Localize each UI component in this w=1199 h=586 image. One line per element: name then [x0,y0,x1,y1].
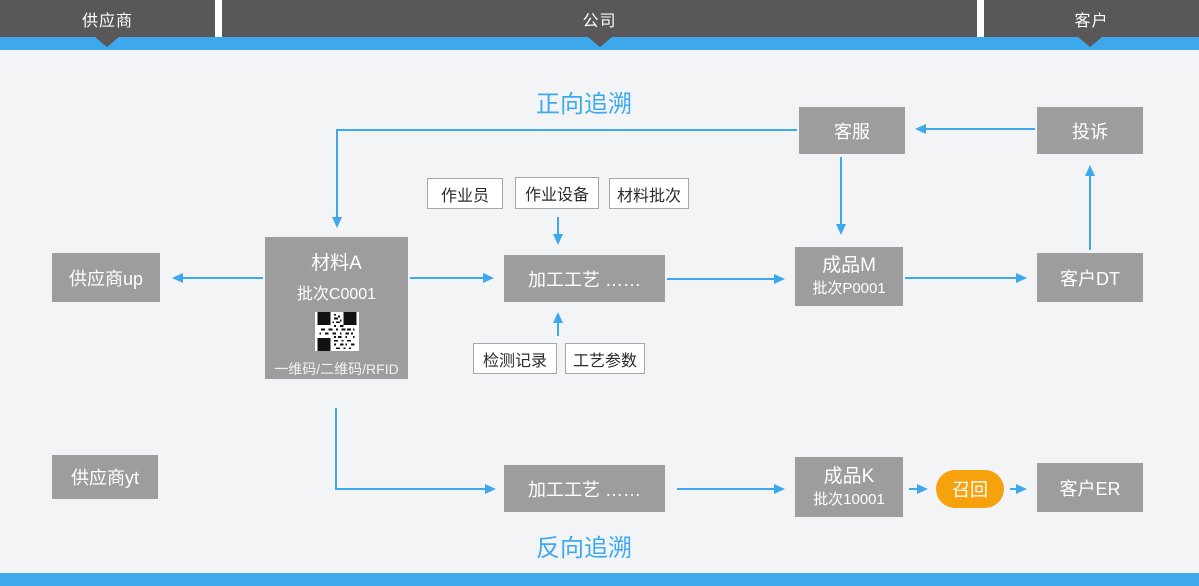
material-title: 材料A [311,253,362,274]
node-product-k: 成品K 批次10001 [795,457,903,517]
header-segment-company: 公司 [222,0,977,37]
node-label: 客户DT [1060,268,1120,289]
tag-process-params: 工艺参数 [565,343,645,374]
node-product-m: 成品M 批次P0001 [795,247,903,306]
node-label: 加工工艺 …… [527,479,641,500]
node-label: 投诉 [1072,121,1108,142]
forward-trace-title: 正向追溯 [536,91,632,118]
tag-label: 材料批次 [616,187,681,205]
node-label: 供应商up [68,268,144,289]
backward-trace-title: 反向追溯 [536,535,632,562]
tag-label: 工艺参数 [572,352,637,370]
product-title: 成品M [822,255,876,277]
tag-material-batch: 材料批次 [609,178,689,209]
material-code-caption: 一维码/二维码/RFID [274,361,399,377]
node-supplier-up: 供应商up [52,253,160,302]
header-segment-customer: 客户 [984,0,1199,37]
product-title: 成品K [823,465,875,487]
node-material-a: 材料A 批次C0001 [265,237,408,379]
node-label: 客服 [834,121,870,142]
arrow-service-to-material [332,129,797,228]
node-process-bottom: 加工工艺 …… [504,465,665,512]
node-complaint: 投诉 [1037,107,1143,154]
node-label: 客户ER [1059,478,1121,499]
node-customer-er: 客户ER [1037,463,1143,512]
pointer-triangle-customer [1078,37,1102,47]
pointer-triangle-supplier [95,37,119,47]
arrow-material-to-process-bottom [335,408,496,494]
node-customer-service: 客服 [799,107,905,154]
header-label-company: 公司 [582,12,617,30]
tag-label: 检测记录 [482,352,547,370]
tag-label: 作业员 [440,187,489,205]
tag-label: 作业设备 [524,187,589,204]
material-batch: 批次C0001 [296,286,377,303]
tag-operator: 作业员 [427,178,503,209]
header-label-customer: 客户 [1074,12,1109,30]
header-label-supplier: 供应商 [81,12,133,30]
product-batch: 批次P0001 [812,280,886,297]
qr-code-icon [314,312,359,351]
node-label: 供应商yt [70,468,139,488]
node-customer-dt: 客户DT [1037,253,1143,302]
pointer-triangle-company [588,37,612,47]
node-process-top: 加工工艺 …… [504,255,665,302]
recall-label: 召回 [952,480,988,500]
recall-badge: 召回 [936,470,1004,508]
node-supplier-yt: 供应商yt [52,455,158,499]
node-label: 加工工艺 …… [527,269,641,290]
header-segment-supplier: 供应商 [0,0,215,37]
tag-inspection-record: 检测记录 [473,343,557,374]
tag-equipment: 作业设备 [515,177,599,209]
footer-blue-bar [0,573,1199,586]
product-batch: 批次10001 [813,490,885,508]
